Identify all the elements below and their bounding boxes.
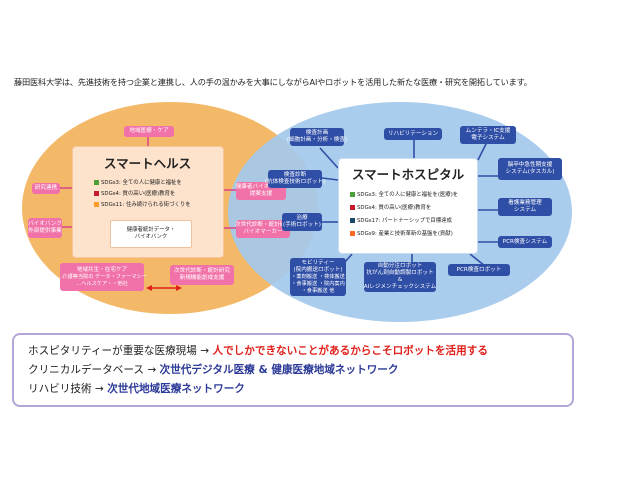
summary-line-2-emphasis: 次世代デジタル医療 & 健康医療地域ネットワーク bbox=[159, 364, 399, 376]
hospital-box-pcr-system: PCR検査システム bbox=[498, 236, 552, 248]
hospital-sdg-4: SDGs9: 産業と技術革新の基盤を(貢献) bbox=[350, 229, 453, 237]
health-box-biobank-external: バイオバンク 外部提供事業 bbox=[28, 218, 62, 238]
hospital-box-dispensing: 自動分注ロボット 抗がん剤自動調製ロボット & AIレジメンチェックシステム bbox=[363, 262, 437, 292]
sdg-4-icon bbox=[94, 190, 99, 196]
smart-hospital-panel bbox=[338, 158, 478, 254]
summary-line-1-emphasis: 人でしかできないことがあるからこそロボットを活用する bbox=[212, 345, 488, 357]
summary-line-1: ホスピタリティーが重要な医療現場 → 人でしかできないことがあるからこそロボット… bbox=[28, 345, 488, 357]
sdg-4-icon bbox=[350, 204, 355, 210]
hospital-box-pcr-robot: PCR検査ロボット bbox=[448, 264, 510, 276]
hospital-box-lab-plan: 検査計画 (細胞計画・分析・検査) bbox=[287, 128, 347, 146]
hospital-sdg-1: SDGs3: 全ての人に健康と福祉を(医療)を bbox=[350, 190, 458, 198]
summary-line-3-emphasis: 次世代地域医療ネットワーク bbox=[107, 383, 245, 395]
hospital-box-mobility-sub: ・薬剤搬送 ・検体搬送 ・食事搬送 ・院内案内 ・食事搬送 他 bbox=[291, 273, 345, 294]
smart-health-title: スマートヘルス bbox=[104, 156, 192, 171]
hospital-box-mobility-title: モビリティー (院内搬送ロボット) bbox=[293, 259, 343, 273]
sdg-17-icon bbox=[350, 217, 355, 223]
health-box-community-title: 地域共生・在宅ケア bbox=[76, 266, 128, 273]
hospital-sdg-2: SDGs4: 質の高い(医療)教育を bbox=[350, 203, 431, 211]
sdg-11-icon bbox=[94, 201, 99, 207]
summary-line-2: クリニカルデータベース → 次世代デジタル医療 & 健康医療地域ネットワーク bbox=[28, 364, 399, 376]
summary-box: ホスピタリティーが重要な医療現場 → 人でしかできないことがあるからこそロボット… bbox=[12, 333, 574, 407]
summary-line-3: リハビリ技術 → 次世代地域医療ネットワーク bbox=[28, 383, 245, 395]
hospital-box-nursing: 看護業務管理 システム bbox=[498, 198, 552, 216]
hospital-box-mobility: モビリティー (院内搬送ロボット) ・薬剤搬送 ・検体搬送 ・食事搬送 ・院内案… bbox=[290, 258, 346, 296]
hospital-box-surgery: 治療 (手術ロボット) bbox=[282, 213, 322, 231]
double-arrow-icon bbox=[146, 285, 182, 291]
hospital-box-muntera: ムンテラ・IC支援 電子システム bbox=[460, 126, 516, 144]
health-box-community: 地域共生・在宅ケア …介護等当院の データ・ファーマシー …ヘルスケア・・他社 bbox=[57, 263, 147, 291]
health-box-community-sub: …介護等当院の データ・ファーマシー …ヘルスケア・・他社 bbox=[57, 273, 147, 287]
health-inner-box: 健康者統計データ・ バイオバンク bbox=[110, 220, 192, 248]
health-sdg-2: SDGs4: 質の高い(医療)教育を bbox=[94, 189, 175, 197]
hospital-sdg-3: SDGs17: パートナーシップで目標達成 bbox=[350, 216, 452, 224]
health-sdg-3: SDGs11: 住み続けられる街づくりを bbox=[94, 200, 191, 208]
health-box-research: 研究連携 bbox=[32, 183, 60, 194]
intro-text: 藤田医科大学は、先進技術を持つ企業と連携し、人の手の温かみを大事にしながらAIや… bbox=[14, 77, 532, 87]
smart-hospital-title: スマートホスピタル bbox=[352, 167, 465, 182]
sdg-3-icon bbox=[350, 191, 355, 197]
sdg-3-icon bbox=[94, 179, 99, 185]
health-box-nextgen: 次世代診断・統計研究 新規機能創成支援 bbox=[170, 265, 234, 285]
hospital-box-stroke: 脳卒中急性期支援 システム(タスカル) bbox=[498, 158, 562, 180]
sdg-9-icon bbox=[350, 230, 355, 236]
hospital-box-diagnosis: 検査診断 (抗体検査技術ロボット) bbox=[265, 170, 325, 188]
health-box-regional-care: 地域医療・ケア bbox=[124, 126, 174, 137]
hospital-box-rehab: リハビリテーション bbox=[384, 128, 442, 140]
health-sdg-1: SDGs3: 全ての人に健康と福祉を bbox=[94, 178, 182, 186]
health-box-biomarker: 次世代診断・統計研究 バイオマーカー bbox=[235, 220, 291, 238]
